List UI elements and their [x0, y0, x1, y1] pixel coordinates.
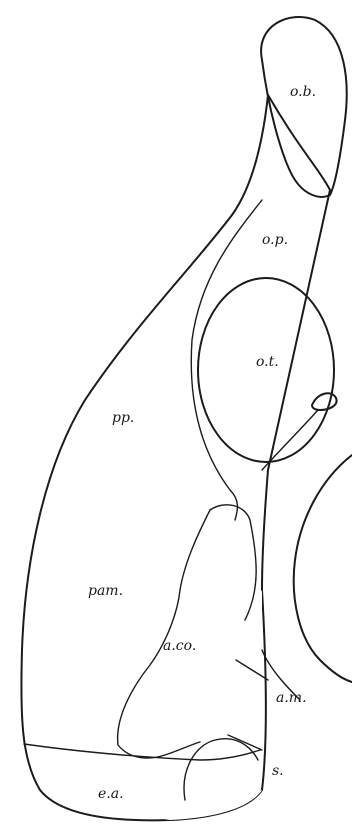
- label-pp: pp.: [112, 410, 134, 426]
- label-aco: a.co.: [163, 638, 196, 654]
- label-am: a.m.: [276, 690, 307, 706]
- label-ea: e.a.: [98, 786, 124, 802]
- label-ot: o.t.: [256, 354, 279, 370]
- unshaded-area: [140, 590, 262, 796]
- label-s: s.: [272, 763, 284, 779]
- inner-sulcus-line: [191, 200, 262, 520]
- a-co-upper-arc: [210, 505, 256, 620]
- label-pam: pam.: [88, 583, 123, 599]
- optic-tract: [198, 278, 334, 462]
- midbrain-outline: [294, 455, 352, 682]
- small-nub: [312, 393, 337, 410]
- label-ob: o.b.: [290, 84, 316, 100]
- label-op: o.p.: [262, 232, 288, 248]
